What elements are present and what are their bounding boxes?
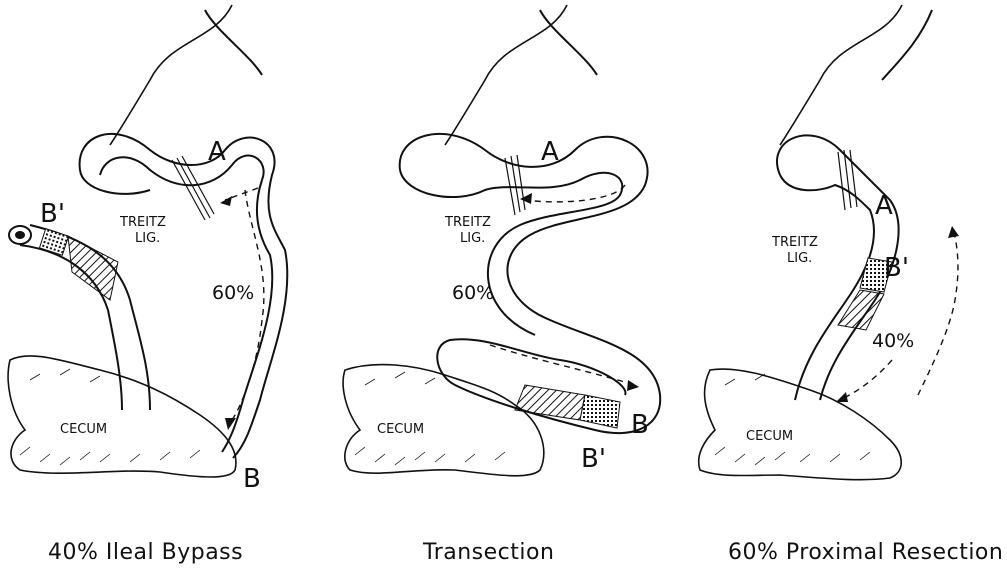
caption-proximal-resection: 60% Proximal Resection (728, 540, 1003, 565)
label-a: A (208, 137, 226, 167)
panel-ileal-bypass: A B' TREITZ LIG. 60% CECUM B (0, 0, 340, 530)
label-percent: 60% (452, 282, 494, 304)
label-cecum: CECUM (60, 422, 107, 437)
label-percent: 60% (212, 282, 254, 304)
label-cecum: CECUM (746, 429, 793, 444)
label-treitz: TREITZ (771, 235, 818, 250)
flow-arrow-dashed (918, 232, 958, 395)
label-treitz: TREITZ (444, 215, 491, 230)
intestine-outer-wall (80, 10, 288, 458)
label-lig: LIG. (460, 231, 485, 246)
cecum-outline (8, 356, 236, 477)
caption-ileal-bypass: 40% Ileal Bypass (48, 540, 243, 565)
mesentery-outline (780, 5, 902, 145)
cecum-outline (699, 369, 902, 480)
label-cecum: CECUM (377, 422, 424, 437)
label-a: A (875, 191, 893, 221)
caption-transection: Transection (423, 540, 554, 565)
label-b: B (243, 464, 261, 494)
panel-proximal-resection: A TREITZ LIG. B' 40% CECUM (670, 0, 1007, 530)
panel-transection: A TREITZ LIG. 60% CECUM B B' (335, 0, 675, 530)
label-a: A (541, 137, 559, 167)
label-lig: LIG. (787, 251, 812, 266)
mesentery-outline (445, 5, 567, 145)
label-b-prime: B' (581, 444, 606, 474)
label-percent: 40% (872, 330, 914, 352)
label-lig: LIG. (135, 231, 160, 246)
label-b-prime: B' (884, 253, 909, 283)
label-treitz: TREITZ (119, 215, 166, 230)
cecum-outline (343, 365, 544, 476)
label-b-prime: B' (40, 199, 65, 229)
label-b: B (631, 410, 649, 440)
mesentery-outline (110, 5, 232, 145)
